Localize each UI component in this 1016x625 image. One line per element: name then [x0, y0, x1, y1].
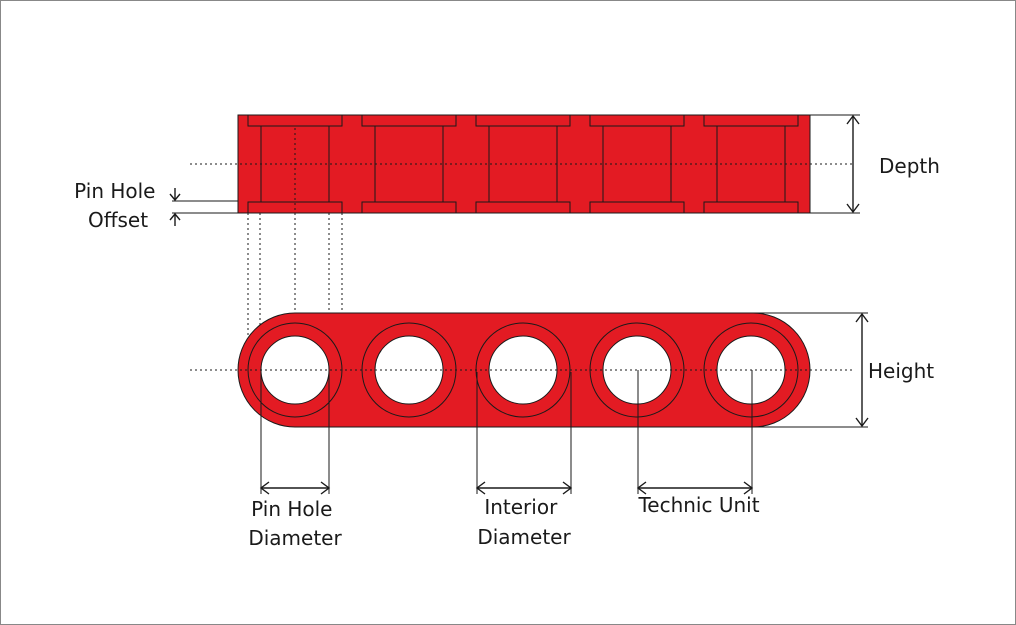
beam-front-view [237, 312, 811, 428]
pin-hole [475, 322, 571, 418]
pin-hole-offset-label: Pin Hole Offset [74, 179, 162, 232]
height-dimension [753, 312, 869, 428]
pin-hole [361, 322, 457, 418]
pin-hole-offset-dimension [169, 188, 238, 226]
pin-hole-diameter-dimension [259, 372, 331, 495]
technic-unit-label: Technic Unit [637, 493, 759, 517]
beam-side-view [237, 114, 811, 214]
pin-hole-slots [247, 114, 799, 214]
interior-diameter-dimension [475, 372, 573, 495]
depth-label: Depth [879, 154, 940, 178]
beam-side-body [237, 114, 811, 214]
height-label: Height [868, 359, 934, 383]
technic-unit-dimension [636, 370, 754, 495]
interior-diameter-label: Interior Diameter [477, 495, 571, 549]
depth-dimension [810, 114, 860, 214]
pin-hole-diameter-label: Pin Hole Diameter [248, 497, 342, 550]
